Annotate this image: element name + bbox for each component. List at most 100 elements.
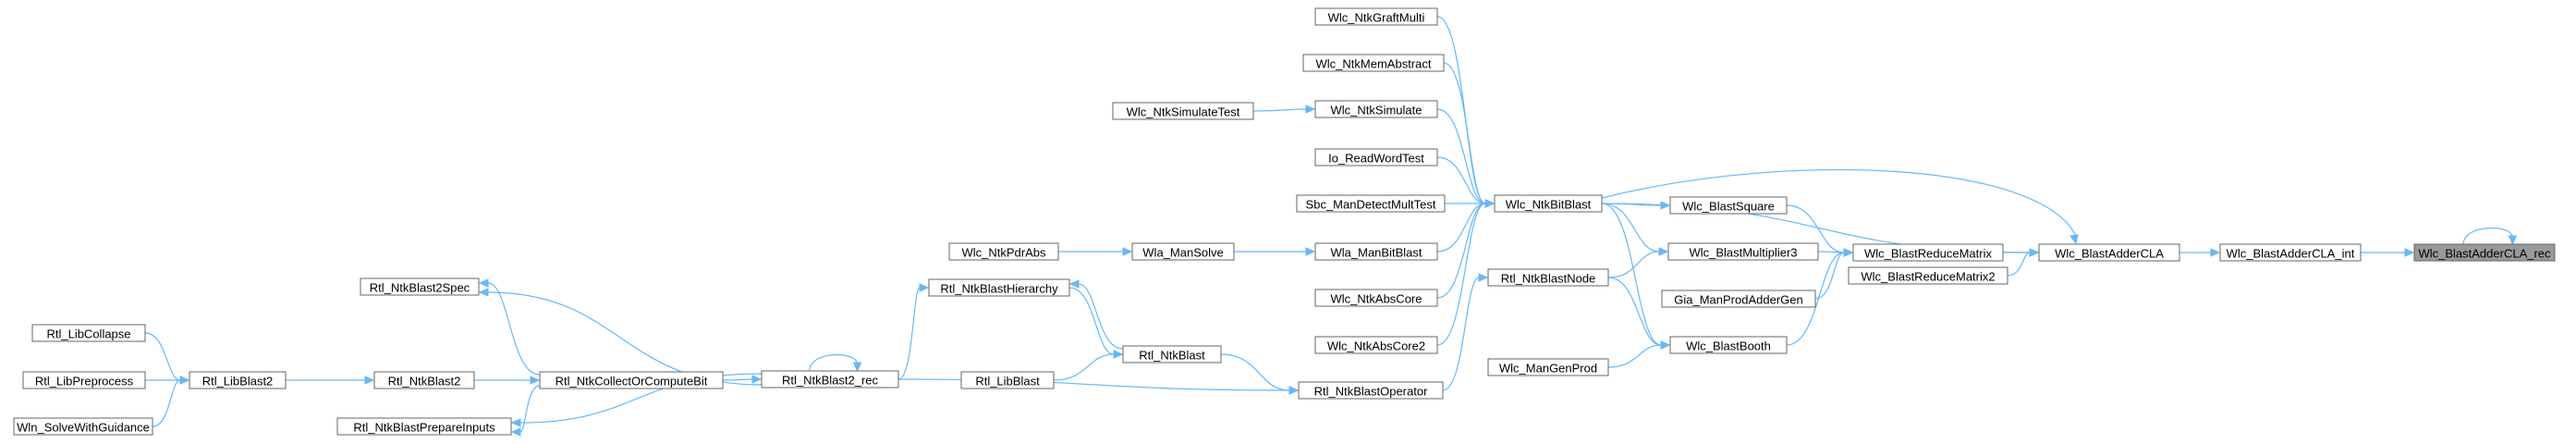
node-label: Rtl_LibCollapse (46, 327, 130, 341)
edge-wlc-blastaddercla-to-wlc-blastaddercla-int (2179, 248, 2221, 257)
node-label: Rtl_NtkBlast2_rec (782, 374, 879, 388)
edge-rtl-ntkcollectorcomputebit-to-rtl-ntkblast2-rec (722, 375, 763, 384)
node-rtl-ntkblastnode[interactable]: Rtl_NtkBlastNode (1487, 268, 1609, 287)
node-label: Wlc_BlastAdderCLA_int (2227, 247, 2355, 261)
edge-wlc-ntkmemabstract-to-wlc-ntkbitblast (1443, 62, 1496, 208)
node-rtl-ntkblastoperator[interactable]: Rtl_NtkBlastOperator (1298, 381, 1444, 400)
node-rtl-libcollapse[interactable]: Rtl_LibCollapse (31, 324, 146, 342)
node-box (1296, 194, 1446, 213)
node-label: Wlc_NtkAbsCore2 (1327, 339, 1425, 353)
node-label: Wla_ManBitBlast (1331, 246, 1422, 260)
node-box (1494, 194, 1603, 213)
edge-rtl-ntkblast2-rec-to-rtl-ntkblast2spec (478, 288, 763, 386)
node-wlc-ntkmemabstract[interactable]: Wlc_NtkMemAbstract (1302, 54, 1445, 72)
node-wlc-blastaddercla[interactable]: Wlc_BlastAdderCLA (2038, 243, 2180, 262)
node-wlc-blastsquare[interactable]: Wlc_BlastSquare (1669, 196, 1788, 215)
node-label: Wlc_BlastSquare (1682, 200, 1775, 214)
node-wlc-blastaddercla-int[interactable]: Wlc_BlastAdderCLA_int (2219, 243, 2362, 262)
node-wlc-blastbooth[interactable]: Wlc_BlastBooth (1669, 336, 1788, 354)
edge-wlc-blastreducematrix2-to-wlc-blastaddercla (2007, 248, 2040, 277)
edge-wlc-ntkbitblast-to-wlc-blastaddercla-top (1601, 168, 2079, 245)
node-box (1302, 54, 1445, 72)
node-label: Wlc_NtkBitBlast (1506, 198, 1592, 212)
node-sbc-mandetectmulttest[interactable]: Sbc_ManDetectMultTest (1296, 194, 1446, 213)
node-box (1314, 148, 1438, 166)
node-wln-solvewithguidance[interactable]: Wln_SolveWithGuidance (13, 417, 153, 436)
edge-rtl-ntkblast2-rec-self-loop (809, 354, 862, 373)
node-box (189, 371, 287, 389)
node-box (31, 324, 146, 342)
edge-rtl-ntkcollectorcomputebit-to-rtl-ntkblastprepareinputs (510, 385, 541, 437)
node-label: Rtl_LibPreprocess (35, 375, 134, 388)
node-label: Wln_SolveWithGuidance (17, 421, 150, 435)
node-box (1661, 290, 1816, 308)
node-label: Rtl_LibBlast (975, 375, 1040, 388)
node-rtl-ntkblast2-rec[interactable]: Rtl_NtkBlast2_rec (761, 370, 899, 388)
edge-rtl-ntkblastnode-to-wlc-blastbooth (1607, 277, 1671, 350)
node-label: Rtl_NtkBlastNode (1501, 272, 1596, 286)
node-wlc-mangenprod[interactable]: Wlc_ManGenProd (1487, 358, 1609, 376)
node-label: Wlc_BlastAdderCLA_rec (2418, 247, 2551, 261)
node-rtl-ntkblast[interactable]: Rtl_NtkBlast (1122, 345, 1222, 364)
node-wlc-ntkabscore[interactable]: Wlc_NtkAbsCore (1314, 289, 1438, 307)
node-label: Rtl_LibBlast2 (202, 375, 274, 388)
node-label: Wlc_NtkMemAbstract (1316, 57, 1432, 71)
node-gia-manprodaddergen[interactable]: Gia_ManProdAdderGen (1661, 290, 1816, 308)
node-label: Wlc_BlastAdderCLA (2055, 247, 2164, 261)
node-wlc-blastreducematrix2[interactable]: Wlc_BlastReduceMatrix2 (1848, 266, 2008, 285)
node-label: Io_ReadWordTest (1328, 152, 1424, 166)
edge-rtl-ntkblast-to-rtl-ntkblastoperator (1220, 353, 1300, 395)
edge-rtl-ntkblast-to-rtl-ntkblasthierarchy (1068, 279, 1124, 350)
edge-wlc-ntkbitblast-to-wlc-blastsquare (1601, 201, 1671, 210)
node-box (360, 278, 480, 296)
node-box (1314, 7, 1438, 26)
node-wlc-blastmultiplier3[interactable]: Wlc_BlastMultiplier3 (1667, 242, 1819, 261)
node-io-readwordtest[interactable]: Io_ReadWordTest (1314, 148, 1438, 166)
node-box (2219, 243, 2362, 262)
node-rtl-ntkblasthierarchy[interactable]: Rtl_NtkBlastHierarchy (928, 278, 1070, 297)
node-wla-manbitblast[interactable]: Wla_ManBitBlast (1314, 242, 1438, 261)
node-box (960, 371, 1055, 389)
node-wlc-ntksimulate[interactable]: Wlc_NtkSimulate (1314, 100, 1438, 118)
node-wlc-ntkgraftmulti[interactable]: Wlc_NtkGraftMulti (1314, 7, 1438, 26)
node-label: Wla_ManSolve (1142, 246, 1223, 260)
node-wlc-ntksimulatetest[interactable]: Wlc_NtkSimulateTest (1112, 102, 1254, 120)
node-label: Rtl_NtkBlastPrepareInputs (353, 421, 495, 435)
node-wlc-blastaddercla-rec[interactable]: Wlc_BlastAdderCLA_rec (2413, 243, 2556, 262)
node-wlc-ntkpdrabs[interactable]: Wlc_NtkPdrAbs (948, 242, 1059, 261)
edge-wlc-mangenprod-to-wlc-blastbooth (1607, 340, 1671, 368)
node-box (13, 417, 153, 436)
edge-wlc-ntkabscore-to-wlc-ntkbitblast (1436, 199, 1496, 299)
edge-rtl-ntkblast2-to-rtl-ntkcollectorcomputebit (473, 376, 541, 385)
node-box (1669, 336, 1788, 354)
edge-wln-solvewithguidance-to-rtl-libblast2 (152, 376, 190, 427)
edge-wla-mansolve-to-wla-manbitblast (1234, 247, 1316, 256)
node-box (2038, 243, 2180, 262)
graph-nodes: Wlc_BlastAdderCLA_rec Wlc_BlastAdderCLA_i… (13, 7, 2556, 436)
node-box (1314, 336, 1438, 354)
node-rtl-libblast[interactable]: Rtl_LibBlast (960, 371, 1055, 389)
node-box (1298, 381, 1444, 400)
node-label: Sbc_ManDetectMultTest (1306, 198, 1436, 212)
node-rtl-ntkblastprepareinputs[interactable]: Rtl_NtkBlastPrepareInputs (336, 417, 512, 436)
node-rtl-ntkblast2spec[interactable]: Rtl_NtkBlast2Spec (360, 278, 480, 296)
node-wlc-blastreducematrix[interactable]: Wlc_BlastReduceMatrix (1852, 243, 2004, 262)
node-rtl-libpreprocess[interactable]: Rtl_LibPreprocess (22, 371, 146, 389)
node-box (1667, 242, 1819, 261)
node-label: Rtl_NtkBlast (1139, 349, 1205, 363)
node-rtl-ntkcollectorcomputebit[interactable]: Rtl_NtkCollectOrComputeBit (539, 371, 724, 389)
edge-wlc-blastaddercla-int-to-wlc-blastaddercla-rec (2361, 248, 2415, 257)
node-box (1852, 243, 2004, 262)
node-box (373, 371, 475, 389)
node-label: Rtl_NtkBlast2 (388, 375, 461, 388)
edge-rtl-ntkblastnode-to-wlc-blastmultiplier3 (1607, 247, 1669, 278)
node-rtl-libblast2[interactable]: Rtl_LibBlast2 (189, 371, 287, 389)
node-wla-mansolve[interactable]: Wla_ManSolve (1131, 242, 1235, 261)
node-box (1314, 289, 1438, 307)
node-wlc-ntkabscore2[interactable]: Wlc_NtkAbsCore2 (1314, 336, 1438, 354)
node-rtl-ntkblast2[interactable]: Rtl_NtkBlast2 (373, 371, 475, 389)
edge-rtl-libblast2-to-rtl-ntkblast2 (285, 376, 375, 385)
node-wlc-ntkbitblast[interactable]: Wlc_NtkBitBlast (1494, 194, 1603, 213)
node-label: Wlc_NtkSimulateTest (1127, 105, 1240, 119)
edge-wlc-blastbooth-to-wlc-blastreducematrix (1786, 248, 1854, 346)
